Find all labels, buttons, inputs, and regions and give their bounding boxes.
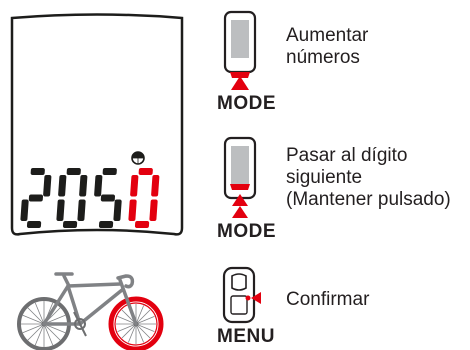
spoke [135,309,151,325]
spoke [135,305,145,325]
spoke [34,323,45,346]
red-triangle-arrow-hold [232,206,248,218]
step1-description: Aumentar números [286,25,368,69]
digit-1 [20,168,52,228]
segment-b [151,175,160,197]
device-mode-button-step2 [223,136,257,218]
step2-line1: Pasar al dígito [286,145,408,166]
spoke [22,323,45,334]
red-triangle-arrow [251,292,261,304]
menu-label-step3: MENU [217,326,275,347]
mode-button-highlight [230,72,250,78]
mode-label-step1: MODE [217,93,276,114]
digit-readout [20,168,160,228]
segment-e [128,199,137,221]
step1-line2: números [286,47,360,68]
step3-line1: Confirmar [286,289,370,310]
spoke [135,323,155,333]
spoke [127,323,137,343]
spoke [121,323,137,339]
digit-active [128,168,160,228]
segment-d [62,221,78,228]
spoke [27,307,45,325]
step2-line2: siguiente [286,167,363,188]
menu-button-highlight [245,295,251,301]
segment-g [100,194,116,202]
segment-d [134,221,150,228]
segment-b [43,175,52,197]
device-mode-button-step1 [223,10,257,90]
spoke [34,302,45,325]
device-screen [231,146,249,184]
step1-line1: Aumentar [286,25,369,46]
segment-a [138,168,153,175]
segment-d [26,221,42,228]
segment-f [94,175,103,197]
segment-f [58,175,67,197]
spoke [135,315,155,325]
computer-display [8,10,186,240]
spoke [27,323,45,341]
step3-description: Confirmar [286,289,369,311]
spoke [43,323,61,341]
digit-3 [94,168,122,228]
spoke [117,315,137,325]
digit-2 [56,168,88,228]
bicycle-frame [42,272,138,326]
spoke [117,323,137,333]
segment-g [28,194,44,202]
wheel-icon [131,151,145,165]
red-triangle-arrow [231,76,249,90]
display-screen [10,13,184,236]
step2-line3: (Mantener pulsado) [286,189,451,210]
spoke [22,314,45,325]
segment-f [130,175,139,197]
mode-button-highlight [230,184,250,190]
spoke [135,323,151,339]
mode-label-step2: MODE [217,221,276,242]
spoke [43,323,54,346]
segment-d [98,221,114,228]
segment-a [30,168,45,175]
segment-a [102,168,117,175]
screen-bezel [10,13,184,236]
segment-c [149,199,158,221]
bicycle-illustration [14,262,174,350]
segment-e [56,199,65,221]
device-menu-button-step3 [222,266,261,324]
spoke [135,323,145,343]
segment-c [113,199,122,221]
red-triangle-arrow [232,194,248,206]
segment-e [20,199,29,221]
segment-a [66,168,81,175]
segment-b [79,175,88,197]
bicycle-icon [17,272,164,350]
segment-c [77,199,86,221]
step2-description: Pasar al dígito siguiente (Mantener puls… [286,145,451,211]
device-screen [231,20,249,58]
